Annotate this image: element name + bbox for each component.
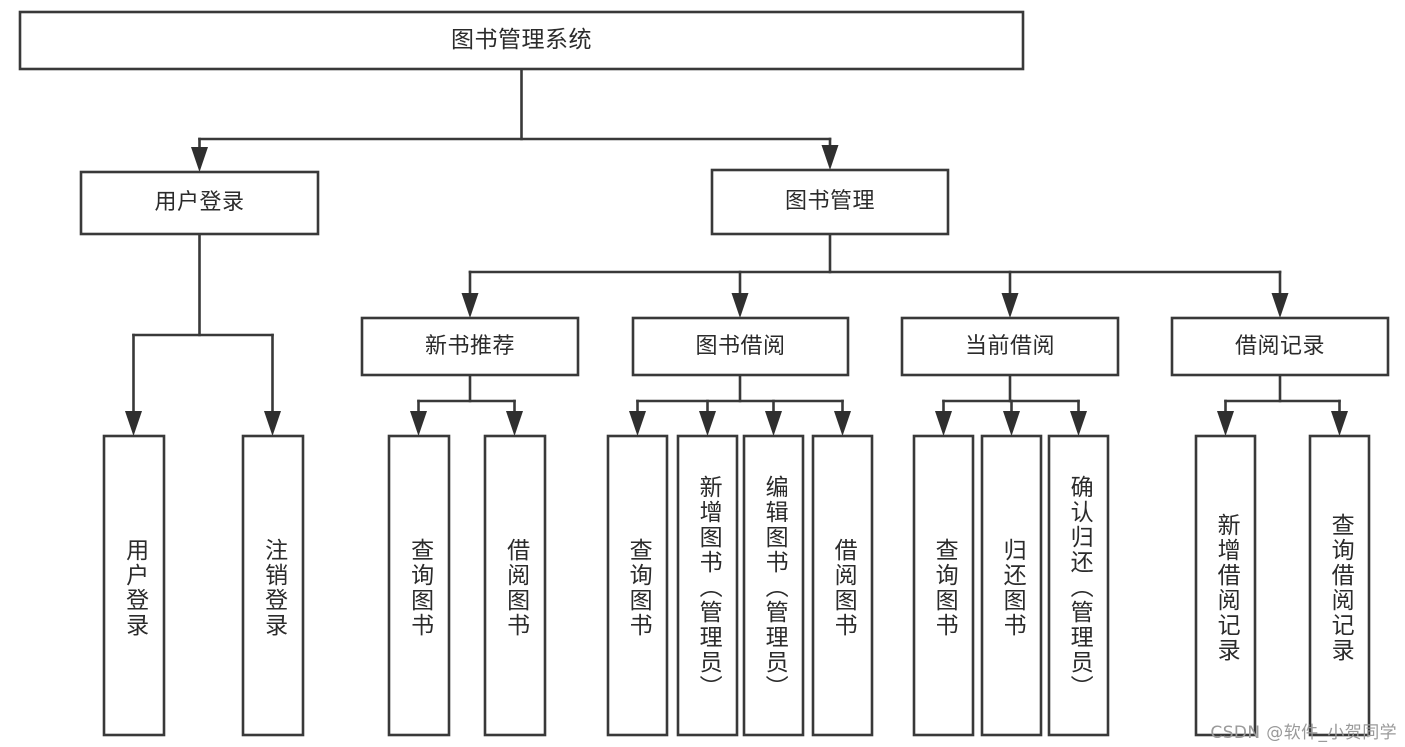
arrowhead-borrow-record — [1271, 293, 1289, 318]
arrowhead-leaf-query-book-current — [935, 411, 952, 436]
node-rect-book-borrow[interactable] — [631, 316, 850, 377]
arrowhead-leaf-return-book — [1003, 411, 1020, 436]
arrowhead-user-login — [191, 147, 208, 172]
arrowhead-leaf-user-logout — [264, 411, 281, 436]
node-rect-new-book-recommend[interactable] — [360, 316, 580, 377]
arrowhead-leaf-query-book-recommend — [410, 411, 427, 436]
arrowhead-leaf-borrow-book-recommend — [506, 411, 523, 436]
arrowhead-leaf-edit-book-admin — [765, 411, 782, 436]
arrowhead-book-borrow — [731, 293, 749, 318]
node-rect-current-borrow[interactable] — [900, 316, 1120, 377]
node-rect-book-management[interactable] — [710, 168, 950, 236]
node-rect-leaf-confirm-return-admin[interactable] — [1047, 434, 1110, 737]
node-rect-leaf-add-borrow-record[interactable] — [1194, 434, 1257, 737]
node-rect-user-login[interactable] — [79, 170, 320, 236]
arrowhead-leaf-query-borrow-record — [1331, 411, 1348, 436]
arrowhead-new-book-recommend — [461, 293, 479, 318]
connector-user-login-to-leaves — [125, 232, 281, 436]
node-rect-leaf-user-logout[interactable] — [241, 434, 305, 737]
node-rect-leaf-edit-book-admin[interactable] — [742, 434, 805, 737]
node-rect-leaf-return-book[interactable] — [980, 434, 1043, 737]
connector-book-borrow-to-leaves — [629, 373, 851, 436]
node-rect-leaf-add-book-admin[interactable] — [676, 434, 739, 737]
node-rect-leaf-query-book[interactable] — [606, 434, 669, 737]
arrowhead-leaf-user-login — [125, 411, 142, 436]
arrowhead-leaf-add-book-admin — [699, 411, 716, 436]
node-rect-root[interactable] — [18, 10, 1025, 71]
connector-new-book-to-leaves — [410, 373, 523, 436]
connector-book-management-to-level3 — [461, 232, 1289, 318]
node-rect-leaf-query-book-recommend[interactable] — [387, 434, 451, 737]
arrowhead-current-borrow — [1001, 293, 1019, 318]
connector-current-borrow-to-leaves — [935, 373, 1087, 436]
arrowhead-book-management — [821, 145, 839, 170]
connector-root-to-level2 — [191, 67, 839, 172]
arrowhead-leaf-confirm-return-admin — [1070, 411, 1087, 436]
csdn-watermark: CSDN @软件_小贺同学 — [1210, 723, 1397, 743]
arrowhead-leaf-borrow-book — [834, 411, 851, 436]
connector-borrow-record-to-leaves — [1217, 373, 1348, 436]
node-rect-leaf-borrow-book[interactable] — [811, 434, 874, 737]
node-rect-leaf-query-book-current[interactable] — [912, 434, 975, 737]
node-rect-leaf-user-login[interactable] — [102, 434, 166, 737]
arrowhead-leaf-query-book — [629, 411, 646, 436]
node-rect-leaf-borrow-book-recommend[interactable] — [483, 434, 547, 737]
node-rect-borrow-record[interactable] — [1170, 316, 1390, 377]
node-rect-leaf-query-borrow-record[interactable] — [1308, 434, 1371, 737]
arrowhead-leaf-add-borrow-record — [1217, 411, 1234, 436]
